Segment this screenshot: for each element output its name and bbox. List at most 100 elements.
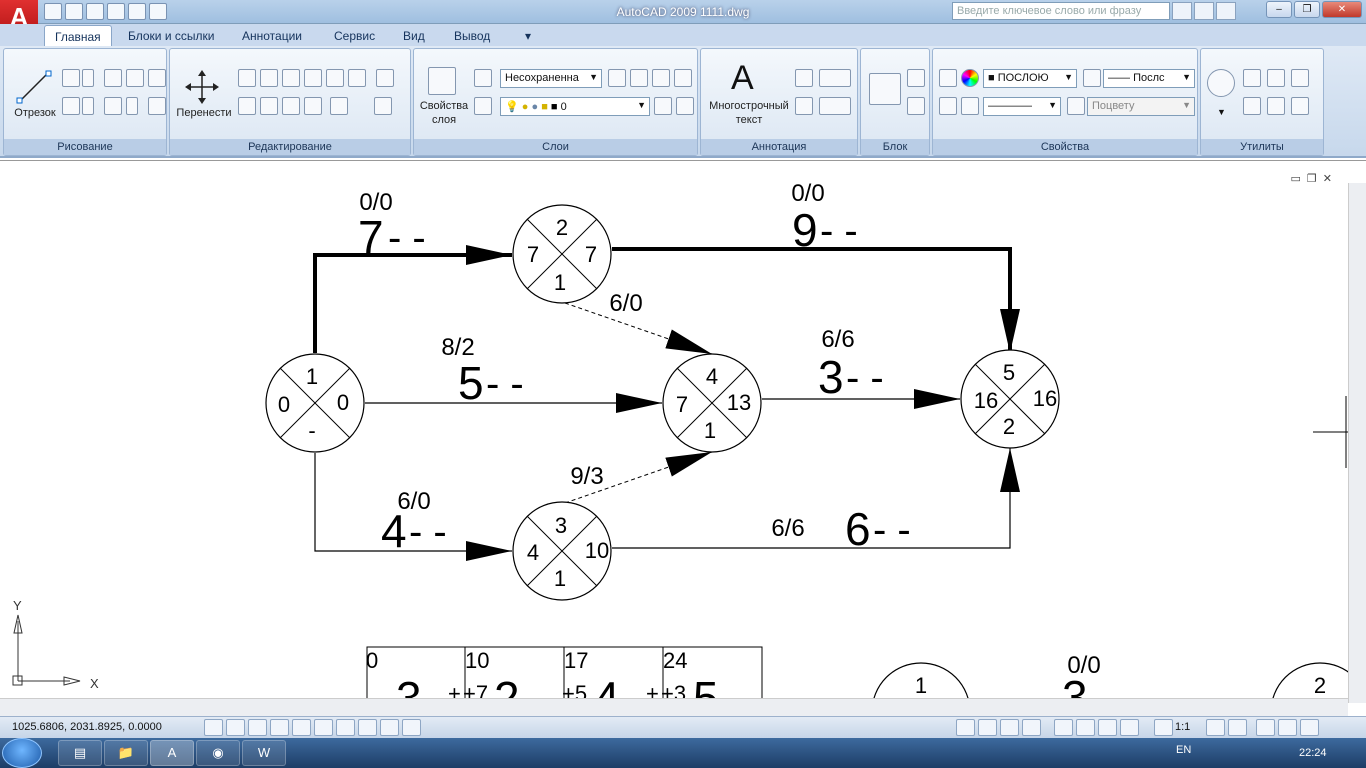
- close-button[interactable]: ✕: [1322, 1, 1362, 18]
- panel-properties-title[interactable]: Свойства: [933, 139, 1197, 155]
- table-icon[interactable]: [795, 97, 813, 115]
- new-file-icon[interactable]: [44, 3, 62, 20]
- app-task-icon[interactable]: ◉: [196, 740, 240, 766]
- cursor-coordinates[interactable]: 1025.6806, 2031.8925, 0.0000: [12, 721, 162, 733]
- scale-tool-icon[interactable]: [348, 69, 366, 87]
- edge-1-2[interactable]: [313, 245, 512, 353]
- quick-properties-toggle[interactable]: [402, 719, 421, 736]
- tab-blocks[interactable]: Блоки и ссылки: [128, 29, 215, 43]
- single-text-icon[interactable]: [795, 69, 813, 87]
- polyline-icon[interactable]: [62, 69, 80, 87]
- panel-block-title[interactable]: Блок: [861, 139, 929, 155]
- cut-icon[interactable]: [1267, 97, 1285, 115]
- ortho-toggle[interactable]: [248, 719, 267, 736]
- plot-style-combo[interactable]: Поцвету ▼: [1087, 97, 1195, 116]
- linetype-icon[interactable]: [961, 97, 979, 115]
- open-file-icon[interactable]: [65, 3, 83, 20]
- horizontal-scrollbar[interactable]: [0, 698, 1348, 716]
- system-clock[interactable]: 22:24: [1299, 747, 1327, 759]
- steering-wheel-icon[interactable]: [1098, 719, 1117, 736]
- workspace-gear-icon[interactable]: [1256, 719, 1275, 736]
- pan-icon[interactable]: [1054, 719, 1073, 736]
- hatch-icon[interactable]: [148, 97, 166, 115]
- extend-tool-icon[interactable]: [304, 97, 322, 115]
- show-desktop-icon[interactable]: ▤: [58, 740, 102, 766]
- measure-icon[interactable]: [1291, 69, 1309, 87]
- panel-annotation-title[interactable]: Аннотация: [701, 139, 857, 155]
- rectangle-icon[interactable]: [148, 69, 166, 87]
- find-text-icon[interactable]: [1267, 69, 1285, 87]
- paste-icon[interactable]: [1243, 97, 1261, 115]
- start-button[interactable]: [2, 738, 42, 768]
- otrack-toggle[interactable]: [314, 719, 333, 736]
- zoom-dropdown-icon[interactable]: ▼: [1217, 107, 1226, 117]
- annotation-scale[interactable]: 1:1: [1175, 721, 1191, 733]
- polyline-dropdown-icon[interactable]: [82, 69, 94, 87]
- layer-merge-icon[interactable]: [676, 97, 694, 115]
- keyboard-language[interactable]: EN: [1176, 744, 1192, 756]
- print-icon[interactable]: [107, 3, 125, 20]
- communication-center-icon[interactable]: [1194, 2, 1214, 20]
- panel-layers-title[interactable]: Слои: [414, 139, 697, 155]
- drawing-close-icon[interactable]: ✕: [1322, 173, 1332, 185]
- annotation-visibility-icon[interactable]: [1206, 719, 1225, 736]
- clean-screen-icon[interactable]: [1300, 719, 1319, 736]
- edge-4-3[interactable]: [564, 451, 713, 504]
- trim-tool-icon[interactable]: [282, 97, 300, 115]
- node-4[interactable]: 3 4 10 1: [512, 501, 612, 601]
- auto-scale-icon[interactable]: [1228, 719, 1247, 736]
- lineweight-combo[interactable]: ———— ▼: [983, 97, 1061, 116]
- model-space-button[interactable]: [956, 719, 975, 736]
- panel-utilities-title[interactable]: Утилиты: [1201, 139, 1323, 155]
- layer-state-combo[interactable]: Несохраненна ▼: [500, 69, 602, 88]
- explorer-icon[interactable]: 📁: [104, 740, 148, 766]
- favorites-star-icon[interactable]: [1216, 2, 1236, 20]
- lineweight-toggle[interactable]: [380, 719, 399, 736]
- linetype-combo[interactable]: —— Послс ▼: [1103, 69, 1195, 88]
- node-2[interactable]: 2 7 7 1: [512, 204, 612, 304]
- arc-icon[interactable]: [104, 69, 122, 87]
- tab-tools[interactable]: Сервис: [334, 29, 376, 43]
- select-all-icon[interactable]: [1291, 97, 1309, 115]
- tab-output[interactable]: Вывод: [454, 29, 491, 43]
- undo-icon[interactable]: [128, 3, 146, 20]
- erase-tool-icon[interactable]: [238, 97, 256, 115]
- layer-match-icon[interactable]: [608, 69, 626, 87]
- snap-toggle[interactable]: [204, 719, 223, 736]
- vertical-scrollbar[interactable]: [1348, 183, 1366, 703]
- create-block-icon[interactable]: [907, 69, 925, 87]
- layer-state-icon[interactable]: [474, 69, 492, 87]
- list-icon[interactable]: [939, 97, 957, 115]
- fillet-dropdown-icon[interactable]: [330, 97, 348, 115]
- edge-1-4[interactable]: [314, 453, 512, 561]
- fillet-tool-icon[interactable]: [304, 69, 322, 87]
- zoom-status-icon[interactable]: [1076, 719, 1095, 736]
- edge-2-3[interactable]: [564, 302, 713, 355]
- panel-modify-title[interactable]: Редактирование: [170, 139, 410, 155]
- quick-view-button[interactable]: [1022, 719, 1041, 736]
- layer-combo[interactable]: 💡 ● ● ■ ■ 0 ▼: [500, 97, 650, 116]
- layer-isolate-icon[interactable]: [652, 69, 670, 87]
- layer-unisolate-icon[interactable]: [674, 69, 692, 87]
- drawing-minimize-icon[interactable]: ▭: [1290, 173, 1301, 185]
- search-input[interactable]: Введите ключевое слово или фразу: [952, 2, 1170, 20]
- match-properties-icon[interactable]: [939, 69, 957, 87]
- layer-previous-icon[interactable]: [630, 69, 648, 87]
- grid-toggle[interactable]: [226, 719, 245, 736]
- tab-home[interactable]: Главная: [44, 25, 112, 46]
- polygon-icon[interactable]: [126, 69, 144, 87]
- save-icon[interactable]: [86, 3, 104, 20]
- node-3[interactable]: 4 7 13 1: [662, 353, 762, 453]
- color-wheel-icon[interactable]: [961, 69, 979, 87]
- dyn-toggle[interactable]: [358, 719, 377, 736]
- panel-draw-title[interactable]: Рисование: [4, 139, 166, 155]
- lock-icon[interactable]: [1278, 719, 1297, 736]
- ducs-toggle[interactable]: [336, 719, 355, 736]
- edit-block-icon[interactable]: [907, 97, 925, 115]
- plot-style-icon[interactable]: [1067, 97, 1085, 115]
- showmotion-icon[interactable]: [1120, 719, 1139, 736]
- copy-tool-icon[interactable]: [238, 69, 256, 87]
- word-task-icon[interactable]: W: [242, 740, 286, 766]
- edge-4-5[interactable]: [612, 448, 1020, 549]
- circle-icon[interactable]: [62, 97, 80, 115]
